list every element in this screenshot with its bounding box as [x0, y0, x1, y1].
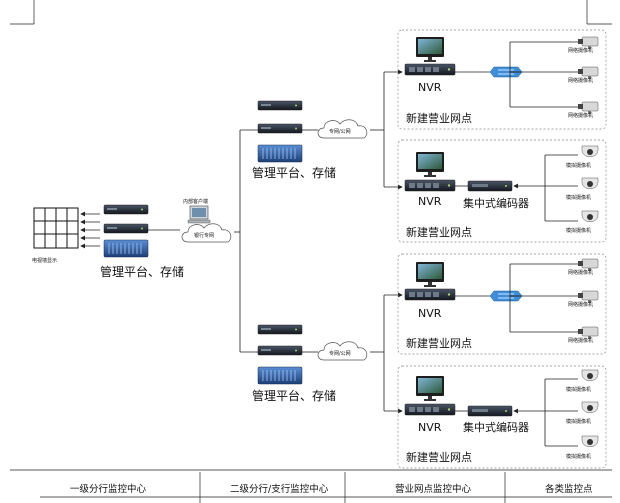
site-2-cam-3-label: 模拟摄像机 [566, 227, 591, 234]
site-2: NVR 集中式编码器 新建营业网点 模拟摄像机 模拟摄像机 模拟摄像机 [397, 139, 607, 243]
zone-dividers [199, 472, 506, 503]
branch-b-server-stack [257, 324, 303, 385]
page-frame [10, 0, 612, 498]
site-4-title: 新建营业网点 [406, 450, 472, 464]
hq-platform-label: 管理平台、存储 [100, 264, 184, 279]
branch-a-platform-label: 管理平台、存储 [252, 165, 336, 180]
site-1-cam-2-label: 网络摄像机 [568, 77, 593, 84]
zone-level2-center: 二级分行/支行监控中心 [230, 483, 329, 495]
internal-client-label: 内部客户端 [183, 198, 208, 205]
site-2-cam-1-label: 模拟摄像机 [566, 162, 591, 169]
branch-b-net-label: 专网/公网 [329, 350, 351, 357]
site-3-cam-3-label: 网络摄像机 [568, 337, 593, 344]
site-2-nvr-label: NVR [418, 195, 442, 208]
site-3-cam-2-label: 网络摄像机 [568, 301, 593, 308]
site-2-title: 新建营业网点 [406, 225, 472, 239]
zone-branch-center: 营业网点监控中心 [395, 483, 472, 495]
internal-client-computer [187, 205, 211, 224]
branch-a-server-stack [257, 100, 303, 163]
site-4-cam-1-label: 模拟摄像机 [566, 386, 591, 393]
trunk-lines [234, 129, 258, 353]
site-4-nvr-label: NVR [418, 421, 442, 434]
site-3: NVR 新建营业网点 网络摄像机 网络摄像机 网络摄像机 [397, 253, 607, 355]
branch-b-platform-label: 管理平台、存储 [252, 388, 336, 403]
bank-net-label: 银行专网 [194, 232, 214, 239]
site-1-nvr-label: NVR [418, 81, 442, 94]
tv-wall-label: 电视墙显示 [32, 257, 57, 264]
site-1-title: 新建营业网点 [406, 111, 472, 125]
tv-wall [33, 207, 79, 249]
site-4-encoder-label: 集中式编码器 [463, 420, 529, 434]
site-3-title: 新建营业网点 [406, 336, 472, 350]
zone-level1-center: 一级分行监控中心 [70, 483, 147, 495]
tv-wall-arrows [80, 211, 100, 249]
site-4: NVR 集中式编码器 新建营业网点 模拟摄像机 模拟摄像机 模拟摄像机 [397, 365, 607, 469]
site-1: NVR 新建营业网点 网络摄像机 网络摄像机 网络摄像机 [397, 29, 607, 130]
zone-monitor-points: 各类监控点 [545, 483, 593, 495]
site-2-encoder-label: 集中式编码器 [463, 196, 529, 210]
site-4-cam-2-label: 模拟摄像机 [566, 418, 591, 425]
branch-a-net-label: 专网/公网 [329, 128, 351, 135]
site-1-cam-1-label: 网络摄像机 [568, 47, 593, 54]
site-4-cam-3-label: 模拟摄像机 [566, 453, 591, 460]
site-3-nvr-label: NVR [418, 307, 442, 320]
hq-server-stack [103, 204, 149, 258]
site-3-cam-1-label: 网络摄像机 [568, 269, 593, 276]
site-2-cam-2-label: 模拟摄像机 [566, 194, 591, 201]
site-1-cam-3-label: 网络摄像机 [568, 112, 593, 119]
